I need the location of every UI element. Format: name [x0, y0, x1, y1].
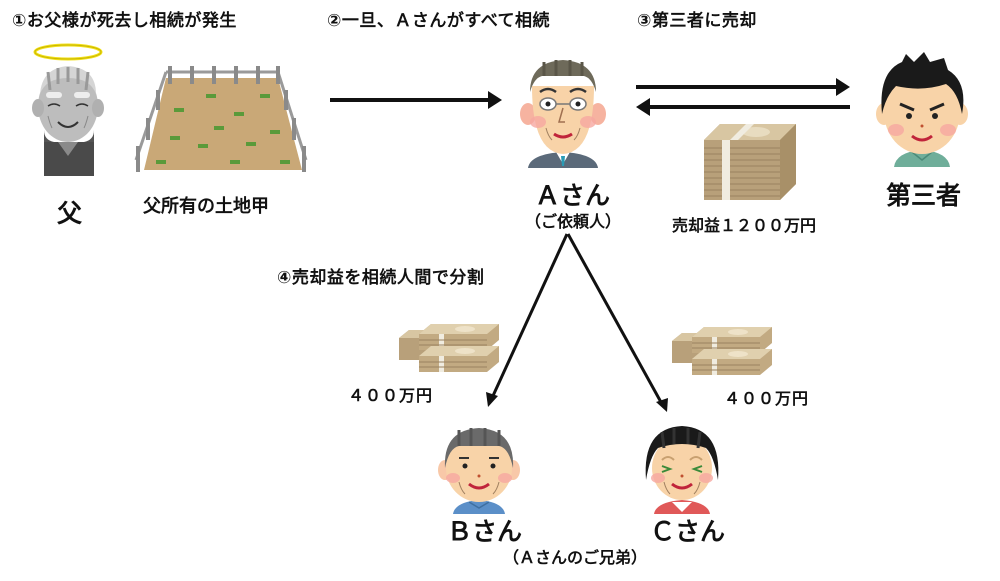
arrow-a-to-third-party	[636, 78, 850, 96]
c-share-amount: ４００万円	[724, 389, 810, 408]
step-1-label: ①お父様が死去し相続が発生	[12, 11, 237, 31]
banknote-stack-large-icon	[704, 124, 796, 200]
arrow-land-to-a	[330, 91, 502, 109]
b-san-icon	[438, 428, 520, 514]
step-2-label: ②一旦、Ａさんがすべて相続	[327, 11, 551, 31]
third-party-label: 第三者	[886, 181, 962, 210]
arrow-a-to-b	[486, 233, 569, 407]
siblings-note: （Ａさんのご兄弟）	[503, 548, 648, 567]
banknote-stack-c-icon	[672, 327, 772, 375]
b-san-label: Ｂさん	[447, 517, 523, 546]
third-party-icon	[876, 52, 968, 167]
a-san-label: Ａさん	[535, 181, 611, 210]
a-san-icon	[520, 60, 606, 168]
step-4-label: ④売却益を相続人間で分割	[277, 268, 485, 288]
a-san-sublabel: （ご依頼人）	[525, 212, 622, 231]
sale-proceeds-label: 売却益１２００万円	[672, 216, 817, 235]
deceased-father-icon	[32, 43, 104, 176]
fenced-land-plot-icon	[134, 66, 308, 172]
arrow-third-party-to-a	[636, 98, 850, 116]
banknote-stack-b-icon	[399, 324, 499, 372]
b-share-amount: ４００万円	[348, 386, 434, 405]
land-label: 父所有の土地甲	[143, 196, 269, 217]
c-san-icon	[645, 426, 719, 514]
grass-tufts	[156, 94, 290, 164]
father-label: 父	[57, 199, 83, 228]
c-san-label: Ｃさん	[650, 517, 726, 546]
step-3-label: ③第三者に売却	[637, 11, 757, 31]
arrow-a-to-c	[566, 233, 668, 412]
